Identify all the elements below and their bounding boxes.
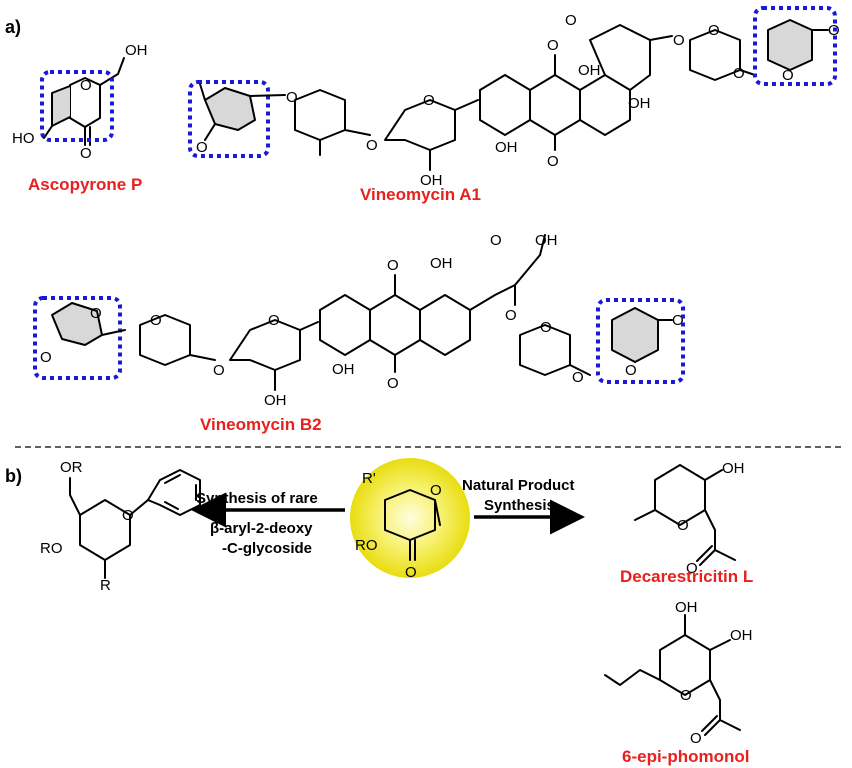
atom-oh: OH (535, 232, 558, 249)
highlight-circle (350, 458, 470, 578)
atom-o: O (690, 730, 702, 747)
atom-o: O (505, 307, 517, 324)
atom-o: O (490, 232, 502, 249)
atom-o: O (708, 22, 720, 39)
compound-name-decarestricitin-l: Decarestricitin L (620, 567, 753, 586)
compound-name-vineomycin-a1: Vineomycin A1 (360, 185, 481, 204)
atom-o: O (286, 89, 298, 106)
vineomycin-a1-right-enone-box (753, 6, 837, 86)
atom-oh: OH (420, 172, 443, 189)
atom-r: R (100, 577, 111, 594)
atom-o: O (405, 564, 417, 581)
atom-oh: OH (730, 627, 753, 644)
atom-oh: OH (430, 255, 453, 272)
atom-ring-o: O (80, 77, 92, 94)
atom-o: O (565, 12, 577, 29)
atom-or: OR (60, 459, 83, 476)
vineomycin-a1-structure: O O O OH O O O OH OH OH O O O O (188, 6, 840, 189)
atom-o: O (423, 92, 435, 109)
atom-oh: OH (628, 95, 651, 112)
compound-name-6-epi-phomonol: 6-epi-phomonol (622, 747, 749, 766)
atom-o: O (430, 482, 442, 499)
atom-o: O (547, 153, 559, 170)
arrow-right-label-2: Synthesis (484, 497, 555, 514)
atom-oh: OH (675, 599, 698, 616)
atom-o: O (150, 312, 162, 329)
ascopyrone-p-enone-box (40, 70, 114, 142)
atom-o: O (680, 687, 692, 704)
atom-r-prime: R' (362, 470, 376, 487)
compound-name-vineomycin-b2: Vineomycin B2 (200, 415, 322, 434)
atom-o: O (366, 137, 378, 154)
atom-o: O (90, 305, 102, 322)
decarestricitin-l-structure: OH O O (634, 460, 745, 577)
atom-o: O (672, 312, 684, 329)
atom-oh: OH (264, 392, 287, 409)
epi-phomonol-structure: OH OH O O (604, 599, 753, 747)
atom-oh: OH (722, 460, 745, 477)
pyranone-core-structure: R' RO O O (355, 470, 442, 581)
vineomycin-b2-structure: O O O O OH O O O OH OH O OH O O O (33, 232, 685, 409)
atom-o: O (387, 257, 399, 274)
vineomycin-b2-left-enone-box (33, 296, 122, 380)
atom-o: O (213, 362, 225, 379)
atom-o: O (686, 560, 698, 577)
atom-o: O (196, 139, 208, 156)
arrow-left-label-1: Synthesis of rare (196, 490, 318, 507)
atom-oh: OH (495, 139, 518, 156)
atom-o: O (673, 32, 685, 49)
atom-o: O (268, 312, 280, 329)
atom-o: O (540, 319, 552, 336)
atom-ro: RO (40, 540, 63, 557)
atom-o: O (40, 349, 52, 366)
atom-o: O (122, 507, 134, 524)
atom-oh: OH (578, 62, 601, 79)
atom-oh: OH (332, 361, 355, 378)
compound-name-ascopyrone-p: Ascopyrone P (28, 175, 142, 194)
arrow-left-label-3: -C-glycoside (222, 540, 312, 557)
arrow-right-label-1: Natural Product (462, 477, 575, 494)
vineomycin-a1-left-enone-box (188, 80, 270, 158)
atom-o: O (80, 145, 92, 162)
atom-o: O (733, 65, 745, 82)
vineomycin-b2-right-enone-box (596, 298, 685, 384)
atom-o: O (387, 375, 399, 392)
arrow-left-label-2: β-aryl-2-deoxy (210, 520, 313, 537)
atom-o: O (677, 517, 689, 534)
atom-o: O (782, 67, 794, 84)
atom-o: O (547, 37, 559, 54)
ascopyrone-p-structure: OH HO O O (12, 42, 148, 162)
atom-ho: HO (12, 130, 35, 147)
c-glycoside-structure: R OR RO O (40, 459, 201, 594)
atom-ro: RO (355, 537, 378, 554)
panel-label-b: b) (5, 466, 22, 486)
atom-o: O (625, 362, 637, 379)
panel-label-a: a) (5, 17, 21, 37)
atom-oh: OH (125, 42, 148, 59)
atom-o: O (572, 369, 584, 386)
